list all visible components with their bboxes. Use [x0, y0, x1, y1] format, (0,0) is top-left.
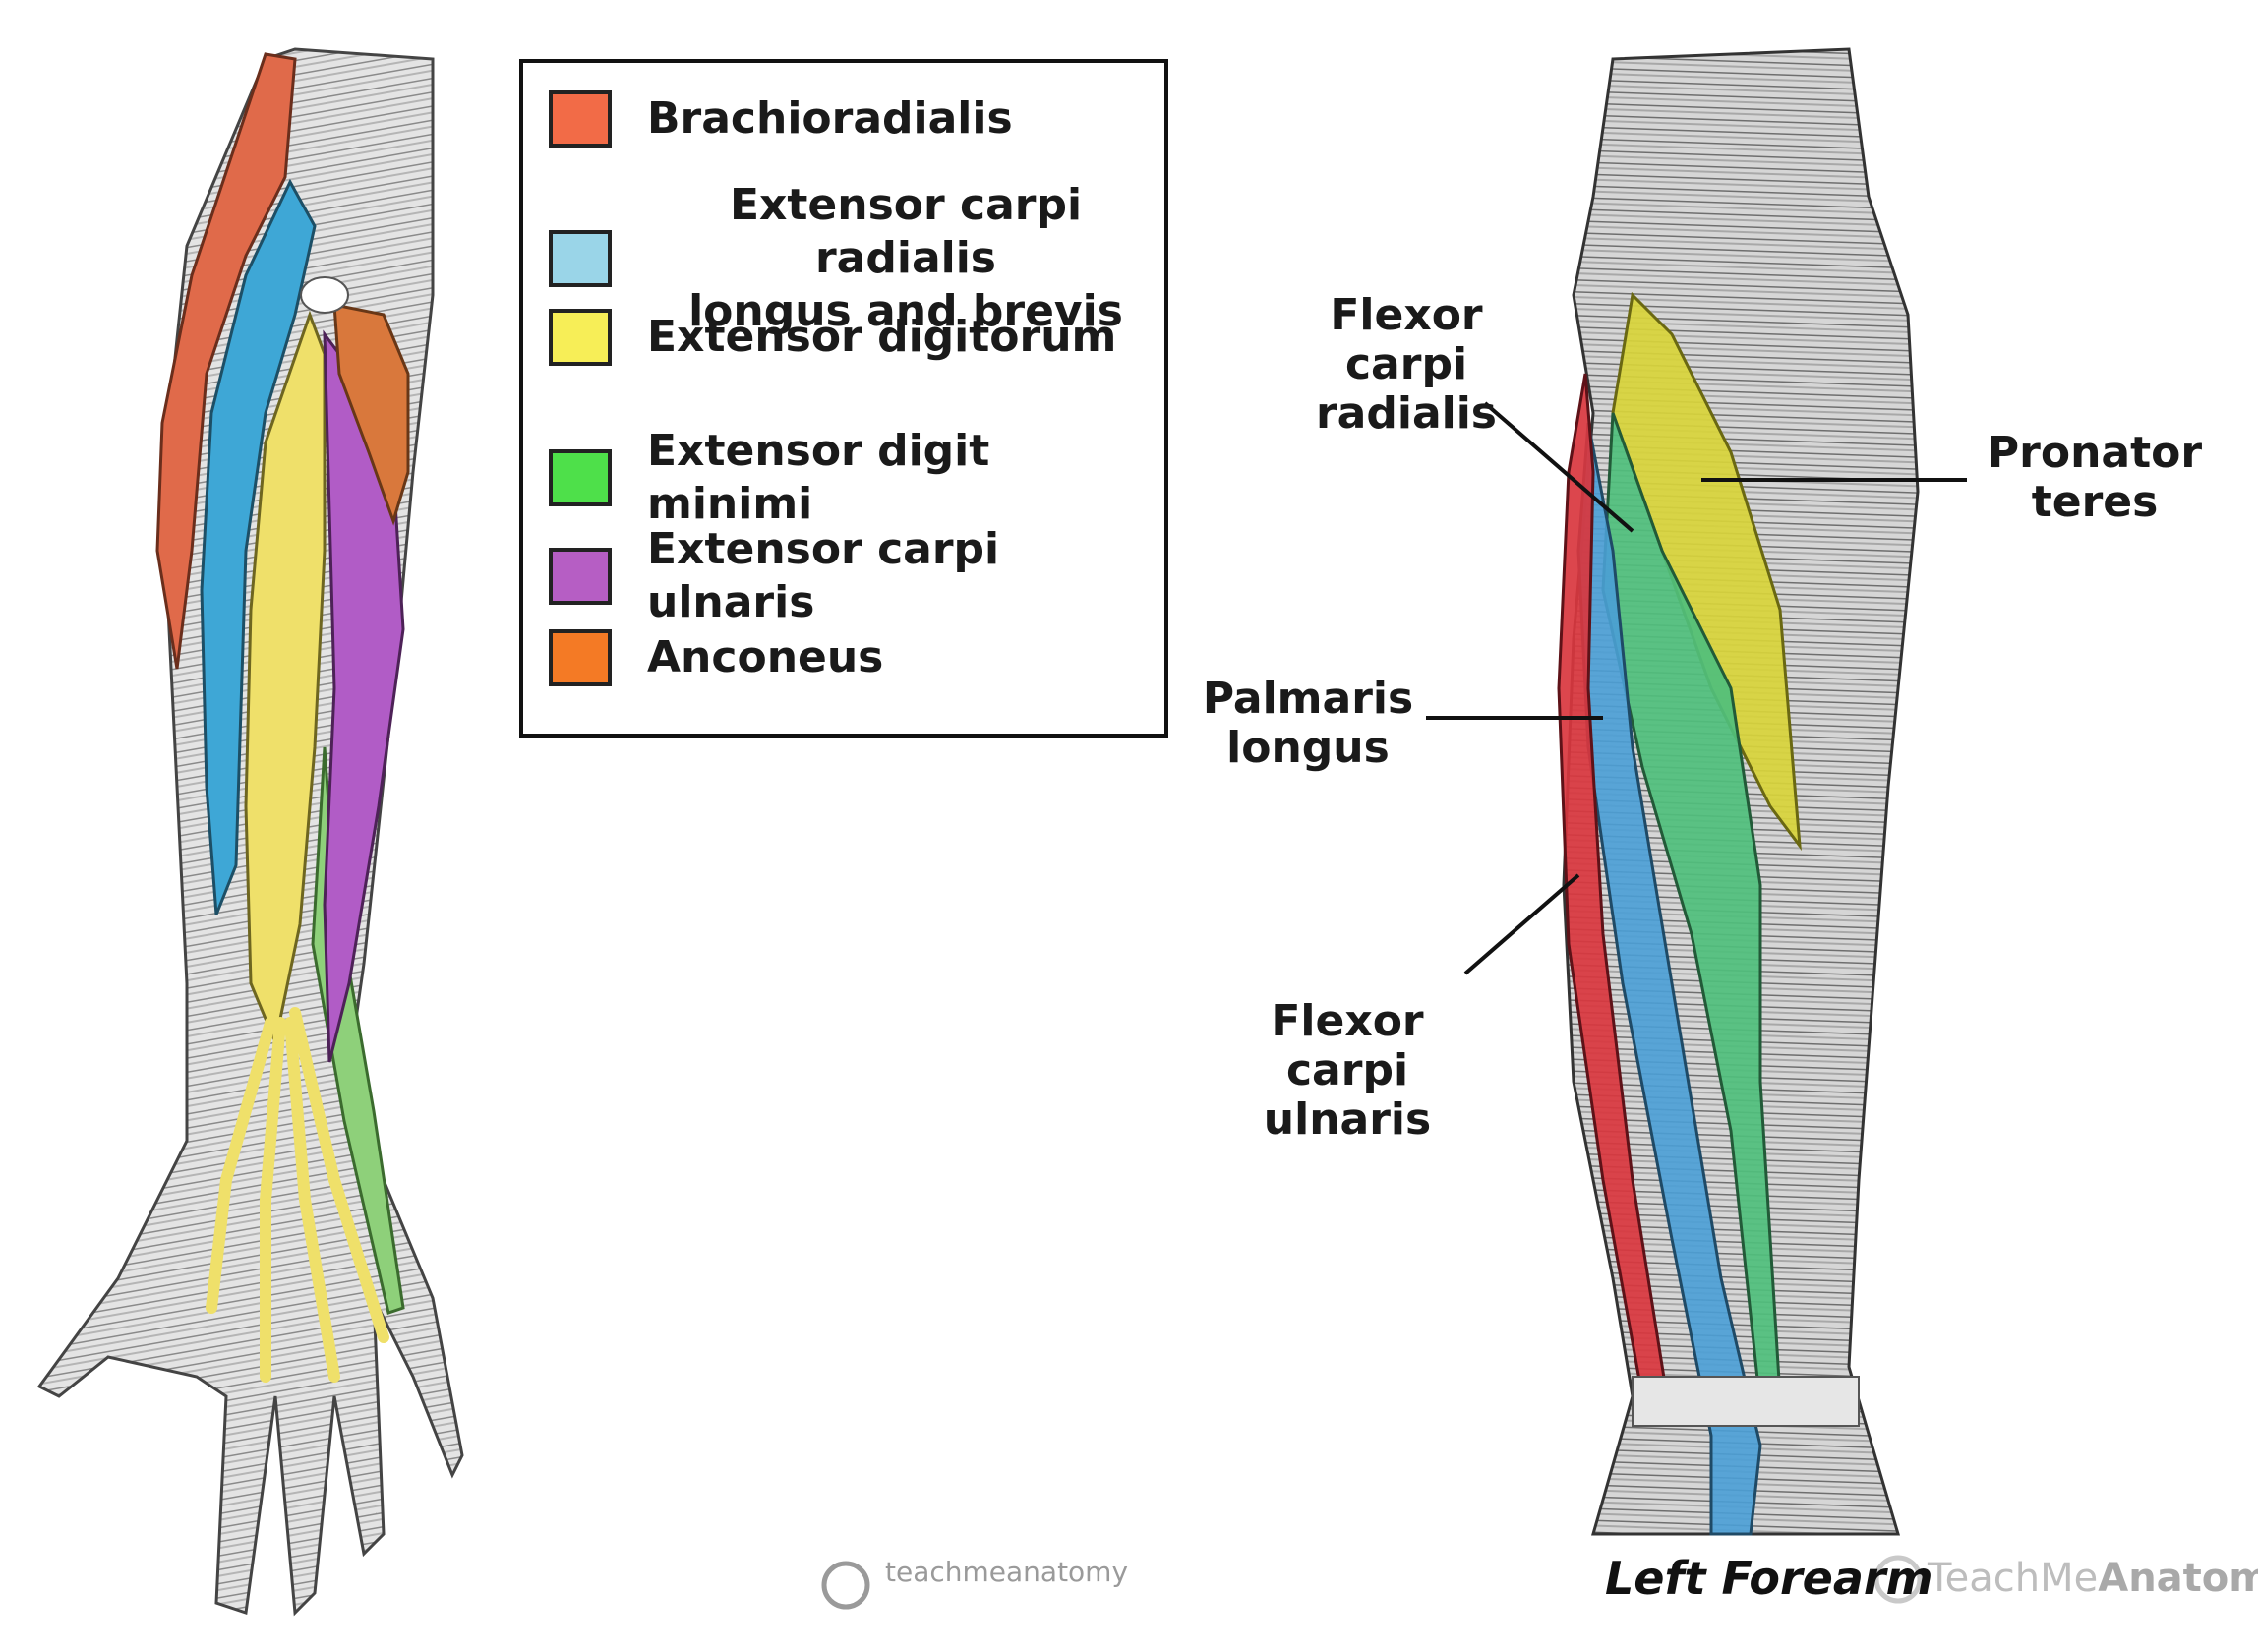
swatch-anconeus: [549, 629, 612, 686]
label-line: longus: [1226, 723, 1390, 773]
legend-label: Extensor carpi ulnaris: [647, 524, 1000, 627]
legend-item-extensor-carpi-ulnaris: Extensor carpi ulnaris: [549, 523, 1164, 629]
label-pronator-teres: Pronator teres: [1977, 429, 2213, 527]
brachioradialis-muscle: [155, 52, 297, 670]
watermark-right-bold: Anatomy: [2098, 1556, 2258, 1601]
legend-label: Anconeus: [647, 632, 884, 682]
watermark-logo-center: [821, 1561, 870, 1610]
label-line: teres: [2031, 477, 2159, 527]
wrist-retinaculum: [1632, 1376, 1860, 1427]
legend-label: Extensor digit minimi: [647, 426, 990, 529]
swatch-extensor-carpi-ulnaris: [549, 548, 612, 605]
legend-item-brachioradialis: Brachioradialis: [549, 90, 1013, 148]
figure-caption: Left Forearm: [1605, 1552, 1933, 1605]
extensor-carpi-radialis-muscle: [200, 178, 317, 915]
label-line: radialis: [1315, 388, 1497, 439]
label-line: Flexor carpi: [1330, 290, 1483, 389]
extensor-digitorum-tendons: [206, 1007, 389, 1383]
label-flexor-carpi-ulnaris: Flexor carpi ulnaris: [1205, 997, 1490, 1145]
swatch-extensor-digit-minimi: [549, 449, 612, 506]
label-palmaris-longus: Palmaris longus: [1200, 675, 1416, 773]
legend-label-line2: longus and brevis: [688, 286, 1123, 336]
label-line: Pronator: [1987, 428, 2203, 478]
legend-item-anconeus: Anconeus: [549, 629, 883, 686]
legend-label-line1: Extensor carpi radialis: [729, 180, 1083, 283]
label-line: ulnaris: [1263, 1094, 1432, 1145]
legend-item-extensor-carpi-radialis: Extensor carpi radialis longus and brevi…: [549, 179, 1164, 338]
legend-item-extensor-digitorum: Extensor digitorum: [549, 309, 1116, 366]
swatch-brachioradialis: [549, 90, 612, 148]
anconeus-muscle: [332, 303, 410, 526]
watermark-right-light: TeachMe: [1928, 1556, 2099, 1601]
watermark-center: teachmeanatomy: [885, 1556, 1129, 1588]
legend-label: Brachioradialis: [647, 93, 1013, 144]
anterior-forearm-figure: [1426, 47, 1967, 1536]
swatch-extensor-digitorum: [549, 309, 612, 366]
leader-lines: [1426, 401, 1967, 975]
swatch-extensor-carpi-radialis: [549, 230, 612, 287]
label-line: Palmaris: [1202, 674, 1414, 724]
label-line: Flexor carpi: [1271, 996, 1424, 1095]
watermark-right: TeachMeAnatomy: [1928, 1556, 2258, 1601]
label-flexor-carpi-radialis: Flexor carpi radialis: [1269, 291, 1544, 439]
legend: Brachioradialis Extensor carpi radialis …: [519, 59, 1168, 738]
legend-label: Extensor digitorum: [647, 312, 1117, 362]
legend-label: Extensor carpi radialis longus and brevi…: [647, 179, 1164, 338]
olecranon: [300, 276, 349, 314]
watermark-logo-right: [1873, 1555, 1923, 1604]
legend-item-extensor-digit-minimi: Extensor digit minimi: [549, 425, 1164, 531]
posterior-forearm-figure: [36, 47, 464, 1617]
